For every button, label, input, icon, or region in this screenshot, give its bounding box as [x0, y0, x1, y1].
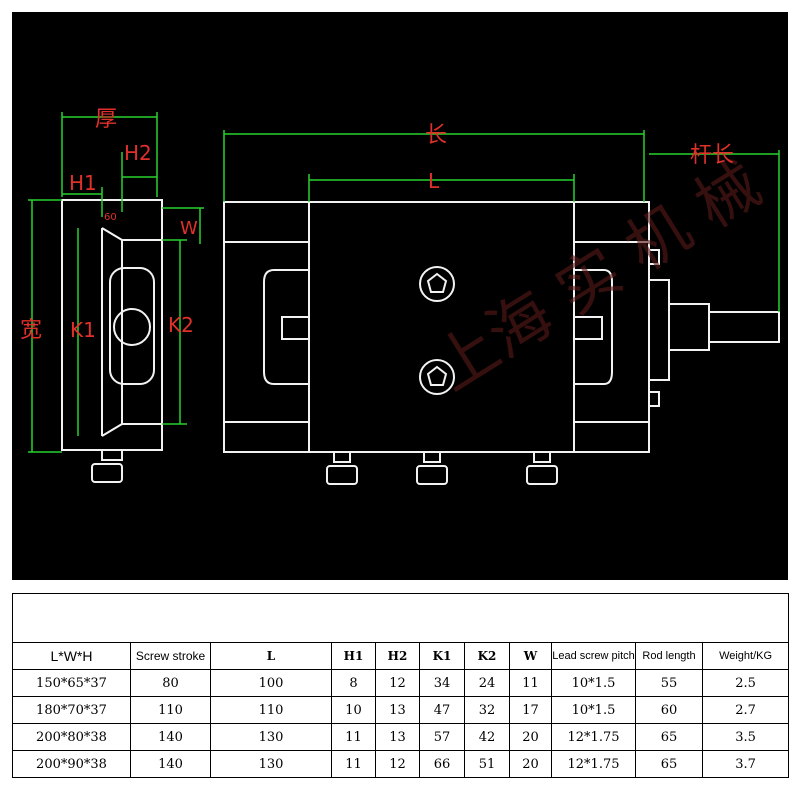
cell: 110: [130, 696, 211, 724]
cell: 20: [509, 723, 552, 751]
side-oval-slot: [109, 267, 155, 385]
side-dovetail: [101, 227, 123, 437]
header-weight: Weight/KG: [701, 642, 790, 670]
label-thickness: 厚: [95, 107, 117, 132]
cell: 10: [331, 696, 376, 724]
cell: 65: [635, 723, 703, 751]
cell: 80: [130, 669, 211, 697]
technical-drawing: 上海 实 机 械 厚 H1 H2 60 W 宽 K1 K2 长 L 杆长: [12, 12, 788, 580]
label-h1: H1: [69, 171, 97, 195]
cell: 47: [419, 696, 465, 724]
cell: 11: [331, 750, 376, 778]
header-h1: H1: [331, 642, 376, 670]
label-h2: H2: [124, 141, 152, 165]
cell: 2.5: [701, 669, 790, 697]
cell: 2.7: [701, 696, 790, 724]
cell: 20: [509, 750, 552, 778]
cell: 10*1.5: [551, 696, 636, 724]
header-lwh: L*W*H: [12, 642, 131, 670]
table-header-row: L*W*H Screw stroke L H1 H2 K1 K2 W Lead …: [12, 642, 790, 670]
header-l: L: [210, 642, 332, 670]
header-k1: K1: [419, 642, 465, 670]
cell: 57: [419, 723, 465, 751]
cell: 150*65*37: [12, 669, 131, 697]
cell: 66: [419, 750, 465, 778]
side-view: [61, 199, 163, 483]
cell: 13: [375, 723, 420, 751]
header-h2: H2: [375, 642, 420, 670]
cell: 200*80*38: [12, 723, 131, 751]
cell: 11: [509, 669, 552, 697]
cell: 42: [464, 723, 510, 751]
cell: 3.5: [701, 723, 790, 751]
cell: 180*70*37: [12, 696, 131, 724]
label-k1: K1: [70, 318, 96, 342]
cell: 140: [130, 750, 211, 778]
hex-socket-bottom: [426, 365, 448, 386]
cell: 32: [464, 696, 510, 724]
rod-collar: [668, 303, 710, 351]
watermark: 上海 实 机 械: [421, 147, 773, 405]
label-L: L: [428, 169, 440, 193]
side-screw-hole: [113, 308, 151, 346]
cell: 130: [210, 750, 332, 778]
front-view: [223, 201, 780, 485]
cell: 12*1.75: [551, 750, 636, 778]
label-angle: 60: [104, 212, 117, 223]
front-dimensions: [223, 130, 780, 312]
cell: 12*1.75: [551, 723, 636, 751]
cell: 12: [375, 669, 420, 697]
cell: 100: [210, 669, 332, 697]
cell: 3.7: [701, 750, 790, 778]
header-screw-stroke: Screw stroke: [130, 642, 211, 670]
label-width: 宽: [20, 318, 42, 343]
label-w: W: [180, 218, 198, 239]
cell: 17: [509, 696, 552, 724]
front-screw-bottom: [419, 359, 455, 395]
front-left-slot: [263, 269, 309, 385]
label-k2: K2: [168, 313, 194, 337]
cell: 24: [464, 669, 510, 697]
hex-socket-top: [426, 272, 448, 293]
cell: 200*90*38: [12, 750, 131, 778]
cell: 65: [635, 750, 703, 778]
cell: 8: [331, 669, 376, 697]
spec-table: L*W*H Screw stroke L H1 H2 K1 K2 W Lead …: [11, 593, 790, 778]
cell: 140: [130, 723, 211, 751]
cell: 34: [419, 669, 465, 697]
lead-screw-rod: [708, 311, 780, 343]
cell: 10*1.5: [551, 669, 636, 697]
header-w: W: [509, 642, 552, 670]
cell: 11: [331, 723, 376, 751]
header-rod-length: Rod length: [635, 642, 703, 670]
cell: 13: [375, 696, 420, 724]
side-foot-pad: [91, 463, 123, 483]
cell: 130: [210, 723, 332, 751]
cell: 12: [375, 750, 420, 778]
front-feet: [326, 451, 558, 485]
label-rod-length: 杆长: [690, 143, 734, 168]
side-foot-stem: [101, 449, 123, 461]
front-right-slot: [574, 269, 613, 385]
cell: 110: [210, 696, 332, 724]
header-lead-screw-pitch: Lead screw pitch: [551, 642, 636, 670]
cell: 55: [635, 669, 703, 697]
cell: 60: [635, 696, 703, 724]
rod-boss: [648, 279, 670, 381]
header-k2: K2: [464, 642, 510, 670]
cell: 51: [464, 750, 510, 778]
front-screw-top: [419, 266, 455, 302]
side-dimensions: [28, 112, 204, 453]
label-length: 长: [425, 123, 447, 148]
table-title-row: [11, 593, 790, 643]
